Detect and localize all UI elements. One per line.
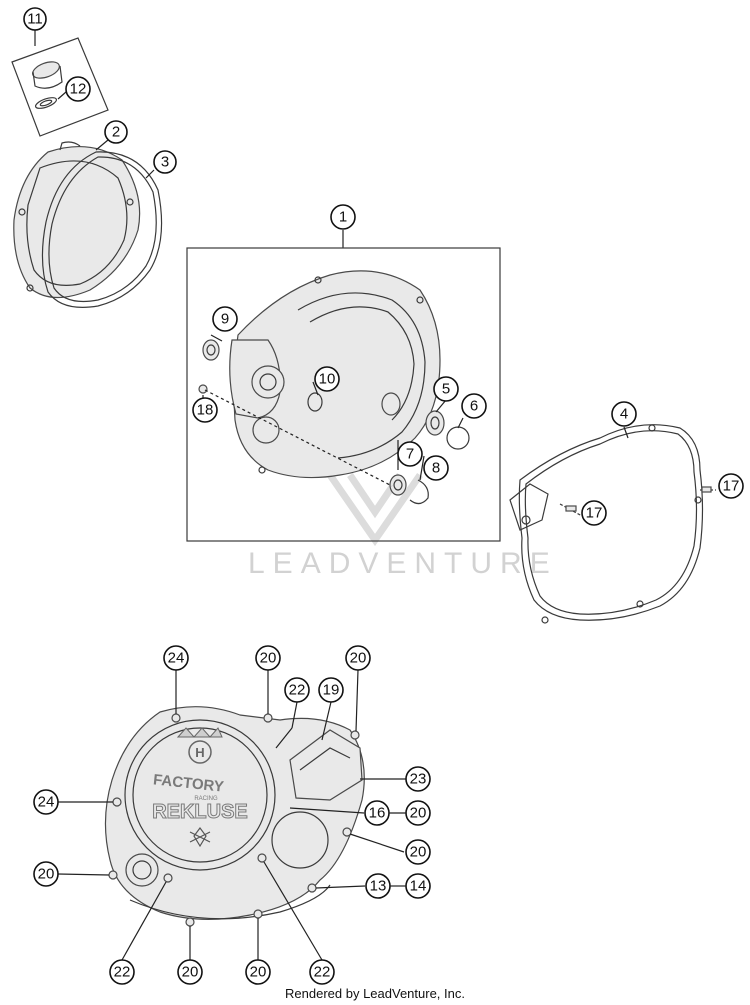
svg-text:H: H [195,745,204,760]
callout-20-bottom-a: 20 [177,959,203,985]
assembled-clutch-cover: H FACTORY RACING REKLUSE [57,669,406,961]
svg-text:20: 20 [260,650,277,667]
svg-text:24: 24 [168,650,185,667]
svg-text:23: 23 [410,771,427,788]
callout-22-bottom-a: 22 [109,959,135,985]
callout-13: 13 [365,873,391,899]
callout-16: 16 [364,800,390,826]
svg-text:6: 6 [470,398,478,415]
callout-17a: 17 [581,500,607,526]
watermark: LEADVENTURE [248,473,558,580]
svg-text:19: 19 [323,682,340,699]
svg-text:20: 20 [182,964,199,981]
callout-20-left: 20 [33,861,59,887]
callout-9: 9 [212,306,238,332]
svg-text:20: 20 [410,805,427,822]
callout-4: 4 [611,401,637,427]
filler-plug-group [11,30,109,137]
outer-clutch-cover [13,139,141,299]
callout-1: 1 [330,204,356,230]
svg-text:12: 12 [70,81,87,98]
callout-17b: 17 [718,473,744,499]
svg-text:20: 20 [38,866,55,883]
callout-18: 18 [192,397,218,423]
svg-text:8: 8 [432,460,440,477]
svg-text:14: 14 [410,878,427,895]
callout-20-top-a: 20 [255,645,281,671]
logo-rekluse: REKLUSE [152,801,248,823]
callout-24-left: 24 [33,789,59,815]
callout-24-top: 24 [163,645,189,671]
callout-22-top: 22 [284,677,310,703]
svg-text:13: 13 [370,878,387,895]
callout-14: 14 [405,873,431,899]
svg-text:17: 17 [723,478,740,495]
svg-text:22: 22 [114,964,131,981]
callout-5: 5 [433,376,459,402]
callout-22-bottom-b: 22 [309,959,335,985]
svg-text:22: 22 [314,964,331,981]
svg-text:17: 17 [586,505,603,522]
svg-text:16: 16 [369,805,386,822]
callout-20-top-b: 20 [345,645,371,671]
svg-text:1: 1 [339,209,347,226]
svg-text:11: 11 [27,11,43,28]
svg-text:5: 5 [442,381,450,398]
callout-2: 2 [104,120,128,144]
callout-20-bottom-b: 20 [245,959,271,985]
svg-text:2: 2 [112,124,120,141]
watermark-text: LEADVENTURE [248,547,558,580]
svg-text:9: 9 [221,311,229,328]
callout-6: 6 [461,393,487,419]
svg-text:18: 18 [197,402,214,419]
callout-19: 19 [318,677,344,703]
callout-12: 12 [65,76,91,102]
callout-8: 8 [423,455,449,481]
callout-10: 10 [314,366,340,392]
svg-text:4: 4 [620,406,628,423]
svg-text:10: 10 [319,371,336,388]
svg-text:22: 22 [289,682,306,699]
callout-20-right-b: 20 [405,839,431,865]
callout-7: 7 [397,441,423,467]
svg-text:20: 20 [410,844,427,861]
callout-20-right-a: 20 [405,800,431,826]
credit-text: Rendered by LeadVenture, Inc. [285,986,465,1001]
svg-text:7: 7 [406,446,414,463]
callout-3: 3 [153,150,177,174]
svg-text:24: 24 [38,794,55,811]
svg-text:3: 3 [161,154,169,171]
callout-23: 23 [405,766,431,792]
outer-cover-gasket [41,151,163,308]
svg-text:20: 20 [350,650,367,667]
logo-racing: RACING [194,796,218,802]
svg-text:20: 20 [250,964,267,981]
inner-cover-gasket [509,424,716,624]
callout-11: 11 [23,7,47,31]
